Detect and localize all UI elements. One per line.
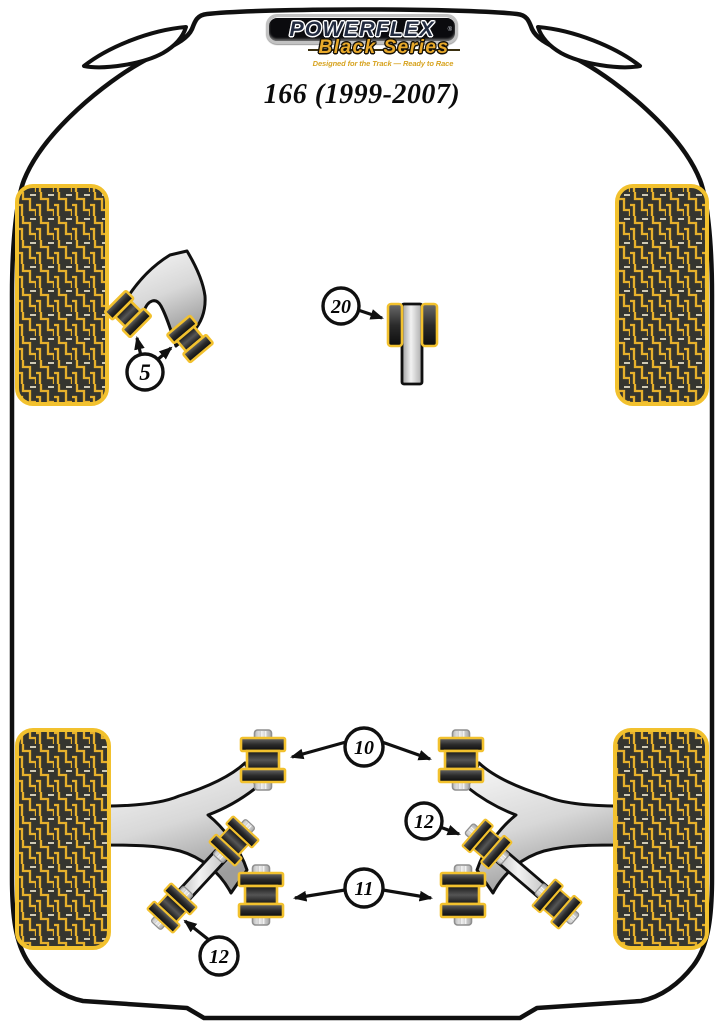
callout-10-arrow-right xyxy=(381,740,432,761)
callout-10-badge: 10 xyxy=(343,726,385,768)
svg-text:12: 12 xyxy=(209,946,229,968)
callout-12-left-arrow xyxy=(183,919,210,942)
tire-front-right xyxy=(615,184,709,406)
gear-linkage-mount xyxy=(386,302,439,386)
svg-text:12: 12 xyxy=(414,811,434,833)
callout-12-right-badge: 12 xyxy=(404,801,444,841)
tire-rear-left xyxy=(15,728,111,950)
callout-11-arrow-left xyxy=(293,888,346,902)
callout-12-right-arrow xyxy=(439,825,461,836)
rear-upper-bushing-left xyxy=(239,728,287,792)
callout-11-arrow-right xyxy=(382,888,433,902)
svg-text:10: 10 xyxy=(354,737,374,759)
tire-rear-right xyxy=(613,728,709,950)
callout-20-arrow xyxy=(357,308,384,320)
car-body-outline xyxy=(9,7,715,1021)
callout-11-badge: 11 xyxy=(343,867,385,909)
svg-text:20: 20 xyxy=(330,296,351,318)
wing-mirror-left-icon xyxy=(82,25,188,70)
gear-linkage-bushing-left xyxy=(386,302,404,348)
callout-5-badge: 5 xyxy=(125,352,165,392)
rear-upper-bushing-right xyxy=(437,728,485,792)
rear-lower-bushing-right xyxy=(439,863,487,927)
svg-text:11: 11 xyxy=(355,878,374,900)
rear-lower-bushing-left xyxy=(237,863,285,927)
svg-text:5: 5 xyxy=(139,360,151,385)
callout-12-left-badge: 12 xyxy=(198,935,240,977)
callout-20-badge: 20 xyxy=(321,286,361,326)
tire-front-left xyxy=(15,184,109,406)
wing-mirror-right-icon xyxy=(536,25,642,70)
callout-10-arrow-left xyxy=(290,740,347,760)
gear-linkage-bushing-right xyxy=(420,302,439,348)
gear-linkage-bar xyxy=(400,302,424,386)
